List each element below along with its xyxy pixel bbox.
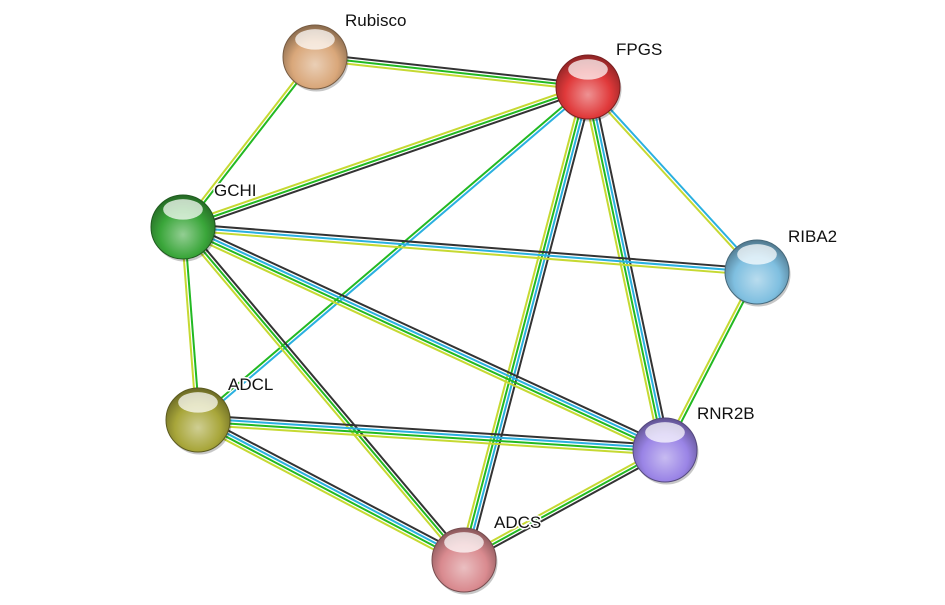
edge-evidence-black: [315, 52, 589, 85]
edge-evidence-green: [183, 57, 318, 229]
edge-evidence-yellow: [179, 228, 463, 563]
edge-evidence-blue: [588, 85, 759, 272]
edge-evidence-black: [183, 89, 590, 231]
edge-evidence-green: [463, 449, 666, 561]
node-highlight: [163, 199, 203, 220]
edge-adcl-adcs: [195, 414, 467, 566]
node-adcs[interactable]: ADCS: [431, 512, 543, 595]
edge-rubisco-fpgs: [314, 52, 589, 92]
edge-evidence-green: [196, 420, 464, 563]
node-highlight: [737, 244, 777, 265]
node-gchi[interactable]: GCHI: [150, 180, 258, 262]
edge-evidence-yellow: [586, 87, 757, 274]
edge-evidence-black: [183, 222, 758, 270]
edge-evidence-yellow: [180, 230, 664, 456]
node-label-riba2: RIBA2: [788, 227, 837, 246]
edge-evidence-blue: [198, 417, 466, 560]
edge-evidence-black: [199, 414, 467, 557]
node-highlight: [444, 532, 484, 553]
node-label-adcl: ADCL: [228, 375, 273, 394]
edge-evidence-yellow: [195, 423, 463, 566]
edge-evidence-black: [467, 87, 594, 562]
edge-fpgs-gchi: [181, 83, 590, 231]
edge-evidence-yellow: [180, 55, 315, 227]
edge-evidence-yellow: [197, 423, 665, 456]
edge-evidence-green: [585, 87, 665, 451]
edge-evidence-green: [665, 272, 760, 452]
edge-evidence-black: [591, 85, 671, 450]
node-rubisco[interactable]: Rubisco: [282, 10, 408, 92]
node-label-gchi: GCHI: [214, 181, 257, 200]
edges-layer: [179, 52, 760, 566]
edge-evidence-yellow: [461, 446, 664, 559]
edge-evidence-blue: [198, 417, 666, 450]
edge-evidence-green: [181, 227, 665, 453]
edge-evidence-green: [196, 85, 588, 420]
edge-fpgs-adcl: [196, 85, 590, 422]
node-highlight: [178, 392, 218, 413]
edge-fpgs-adcs: [458, 85, 594, 562]
edge-evidence-yellow: [314, 59, 588, 92]
node-highlight: [568, 59, 608, 80]
node-adcl[interactable]: ADCL: [165, 374, 275, 455]
edge-evidence-yellow: [458, 85, 585, 560]
edge-adcl-rnr2b: [197, 414, 666, 456]
edge-fpgs-rnr2b: [582, 85, 671, 452]
edge-evidence-blue: [198, 87, 590, 422]
edge-riba2-rnr2b: [662, 270, 760, 452]
edge-evidence-green: [314, 56, 589, 88]
edge-rubisco-gchi: [180, 55, 318, 229]
node-label-adcs: ADCS: [494, 513, 541, 532]
edge-evidence-blue: [588, 86, 668, 450]
edge-evidence-green: [461, 86, 588, 560]
node-riba2[interactable]: RIBA2: [724, 226, 839, 307]
node-highlight: [295, 29, 335, 50]
edge-evidence-black: [198, 414, 666, 447]
node-fpgs[interactable]: FPGS: [555, 39, 664, 122]
edge-gchi-rnr2b: [180, 221, 668, 456]
edge-evidence-yellow: [662, 270, 757, 450]
edge-evidence-green: [197, 420, 665, 453]
edge-evidence-yellow: [181, 83, 588, 225]
node-label-rubisco: Rubisco: [345, 11, 406, 30]
node-highlight: [645, 422, 685, 443]
edge-gchi-riba2: [182, 222, 758, 277]
edge-gchi-adcs: [179, 224, 468, 563]
edge-rnr2b-adcs: [461, 446, 668, 564]
edge-evidence-black: [184, 221, 668, 447]
node-label-rnr2b: RNR2B: [697, 404, 755, 423]
edge-evidence-yellow: [182, 229, 757, 277]
node-label-fpgs: FPGS: [616, 40, 662, 59]
edge-fpgs-riba2: [586, 85, 759, 274]
edge-evidence-green: [182, 226, 465, 561]
edge-evidence-yellow: [582, 87, 662, 452]
edge-evidence-black: [184, 224, 468, 559]
edge-evidence-green: [182, 86, 589, 228]
edge-evidence-blue: [183, 224, 667, 450]
edge-evidence-black: [465, 451, 668, 564]
edge-evidence-blue: [464, 87, 591, 561]
node-rnr2b[interactable]: RNR2B: [632, 403, 756, 485]
edge-evidence-blue: [182, 226, 758, 273]
